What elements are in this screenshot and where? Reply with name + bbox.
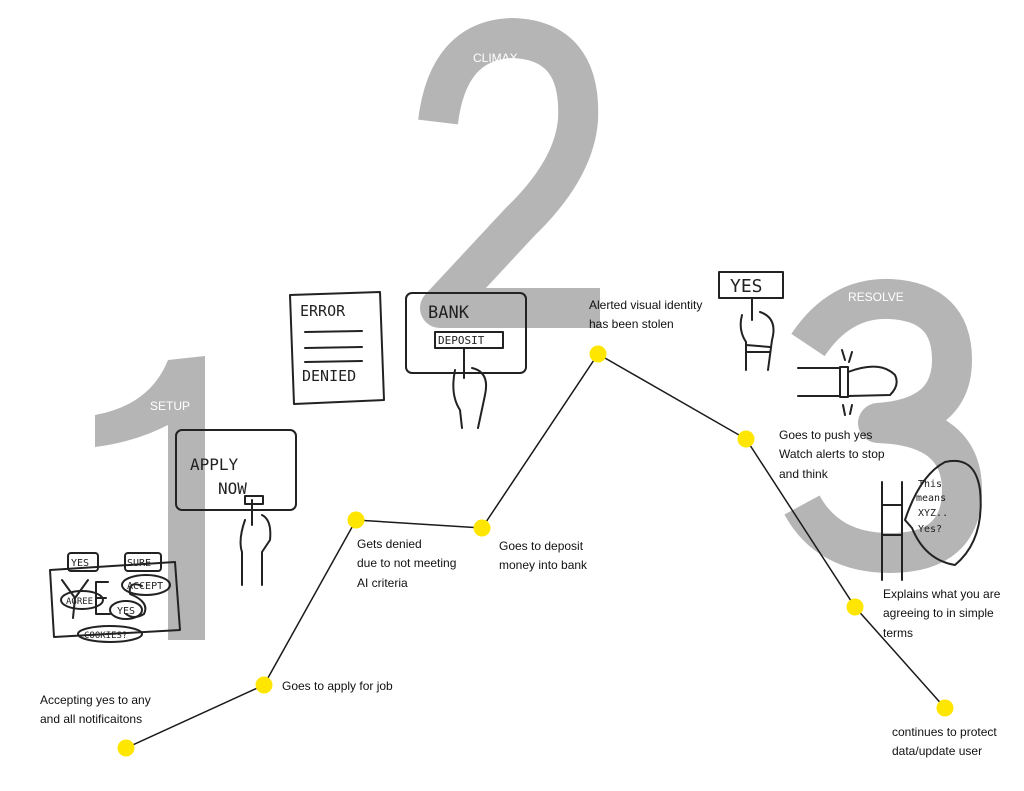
- svg-text:BANK: BANK: [428, 303, 470, 323]
- svg-text:Goes to deposit: Goes to deposit: [499, 539, 584, 553]
- svg-text:Watch alerts to stop: Watch alerts to stop: [779, 447, 885, 461]
- sketch-bank-deposit: BANK DEPOSIT: [405, 292, 527, 429]
- svg-text:Gets denied: Gets denied: [357, 537, 422, 551]
- act-label-resolve: RESOLVE: [848, 290, 904, 304]
- arc-point-8: [936, 699, 954, 717]
- act-label-setup: SETUP: [150, 399, 190, 413]
- sketch-notifications: YES SURE ACCEPT AGREE YES COOKIES?: [49, 552, 181, 643]
- svg-text:and all notificaitons: and all notificaitons: [40, 712, 142, 726]
- scribbled-yes: [61, 579, 147, 619]
- svg-text:YES: YES: [71, 558, 89, 569]
- svg-text:DENIED: DENIED: [302, 367, 356, 385]
- svg-text:Yes?: Yes?: [918, 524, 942, 535]
- sketch-yes-button: YES: [718, 271, 784, 371]
- svg-text:Explains what you are: Explains what you are: [883, 587, 1001, 601]
- svg-text:Goes to push yes: Goes to push yes: [779, 428, 872, 442]
- act-number-1: [95, 356, 205, 640]
- svg-text:terms: terms: [883, 626, 913, 640]
- svg-text:YES: YES: [730, 276, 763, 297]
- svg-text:COOKIES?: COOKIES?: [84, 631, 127, 641]
- svg-text:due to not meeting: due to not meeting: [357, 556, 456, 570]
- svg-text:AI criteria: AI criteria: [357, 576, 408, 590]
- svg-text:YES: YES: [117, 606, 135, 617]
- arc-points: [117, 345, 954, 757]
- arc-point-5: [589, 345, 607, 363]
- arc-point-3: [347, 511, 365, 529]
- svg-text:data/update user: data/update user: [892, 744, 982, 758]
- sketch-watch-explain: This means XYZ.. Yes?: [881, 459, 982, 581]
- svg-text:This: This: [918, 479, 942, 490]
- svg-text:APPLY: APPLY: [190, 455, 239, 474]
- svg-text:SURE: SURE: [127, 558, 151, 569]
- act-number-2: [418, 18, 600, 328]
- point-label-6: Goes to push yes Watch alerts to stop an…: [779, 428, 885, 481]
- svg-text:continues to protect: continues to protect: [892, 725, 997, 739]
- point-label-2: Goes to apply for job: [282, 679, 393, 693]
- svg-text:and think: and think: [779, 467, 829, 481]
- svg-text:NOW: NOW: [218, 479, 247, 498]
- svg-text:XYZ..: XYZ..: [918, 508, 948, 519]
- arc-point-4: [473, 519, 491, 537]
- arc-point-2: [255, 676, 273, 694]
- point-label-8: continues to protect data/update user: [892, 725, 997, 758]
- sketch-error-denied: ERROR DENIED: [289, 291, 385, 405]
- sketch-apply-now: APPLY NOW: [175, 429, 297, 586]
- arc-point-6: [737, 430, 755, 448]
- arc-point-1: [117, 739, 135, 757]
- svg-text:ACCEPT: ACCEPT: [127, 581, 163, 592]
- sketch-watch-alert: [797, 349, 898, 416]
- point-label-1: Accepting yes to any and all notificaito…: [40, 693, 151, 726]
- point-label-4: Goes to deposit money into bank: [499, 539, 588, 572]
- arc-point-7: [846, 598, 864, 616]
- svg-text:AGREE: AGREE: [66, 597, 93, 607]
- story-arc-line: [125, 353, 946, 749]
- svg-text:Alerted visual identity: Alerted visual identity: [589, 298, 702, 312]
- svg-text:Accepting yes to any: Accepting yes to any: [40, 693, 151, 707]
- svg-text:DEPOSIT: DEPOSIT: [438, 334, 485, 347]
- point-label-3: Gets denied due to not meeting AI criter…: [357, 537, 456, 590]
- svg-text:means: means: [916, 493, 946, 504]
- svg-text:has been stolen: has been stolen: [589, 317, 674, 331]
- point-label-7: Explains what you are agreeing to in sim…: [883, 587, 1001, 640]
- point-label-5: Alerted visual identity has been stolen: [589, 298, 702, 331]
- act-number-3: [784, 278, 982, 573]
- svg-text:ERROR: ERROR: [300, 302, 346, 320]
- svg-text:Goes to apply for job: Goes to apply for job: [282, 679, 393, 693]
- svg-text:money into bank: money into bank: [499, 558, 588, 572]
- act-label-climax: CLIMAX: [473, 51, 518, 65]
- svg-text:agreeing to in simple: agreeing to in simple: [883, 606, 994, 620]
